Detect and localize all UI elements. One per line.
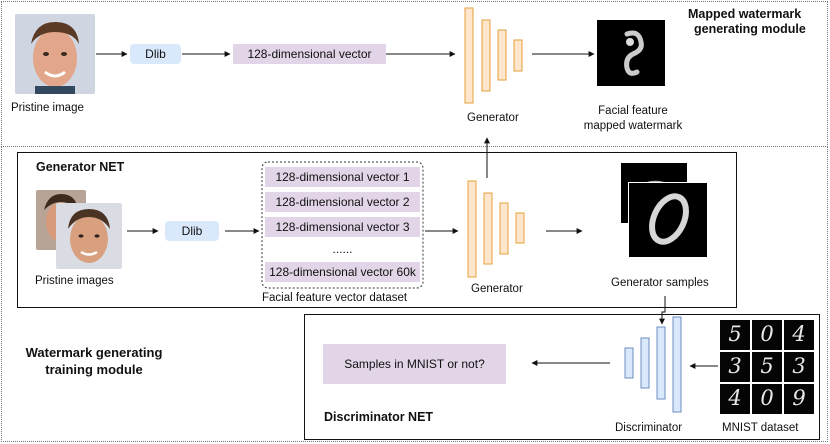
- mnist-digit: 4: [784, 320, 814, 350]
- mnist-dataset-label: MNIST dataset: [722, 422, 799, 434]
- mnist-digit: 5: [752, 352, 782, 382]
- generator-label-top: Generator: [467, 112, 519, 124]
- watermark-label-line2: mapped watermark: [583, 120, 683, 132]
- mapped-module-title-line1: Mapped watermark: [688, 7, 802, 21]
- mnist-digit: 5: [720, 320, 750, 350]
- pristine-face-image: [15, 14, 95, 94]
- mnist-grid: 5 0 4 3 5 3 4 0 9: [720, 320, 814, 414]
- discriminator-net-title: Discriminator NET: [324, 410, 434, 424]
- mnist-digit: 0: [752, 320, 782, 350]
- training-module-frame: [1, 146, 828, 442]
- vector-dataset-label: Facial feature vector dataset: [262, 292, 408, 304]
- vector-item-60k: 128-dimensional vector 60k: [265, 262, 420, 282]
- watermark-label-line1: Facial feature: [598, 105, 668, 117]
- pristine-image-label: Pristine image: [11, 102, 84, 114]
- discriminator-icon: [624, 316, 682, 413]
- vector-item-3: 128-dimensional vector 3: [265, 217, 420, 237]
- arrow-samples-to-discriminator: [659, 296, 666, 325]
- dlib-box-top: Dlib: [130, 44, 181, 64]
- generator-icon-top: [464, 7, 523, 104]
- mnist-digit: 3: [784, 352, 814, 382]
- training-module-title-line2: training module: [45, 362, 143, 377]
- dlib-box-net: Dlib: [165, 221, 219, 241]
- vector-box-top: 128-dimensional vector: [233, 44, 386, 64]
- generator-label-net: Generator: [471, 283, 523, 295]
- generator-sample-front: [628, 182, 707, 257]
- generator-icon-net: [467, 180, 525, 278]
- question-box: Samples in MNIST or not?: [323, 344, 506, 384]
- mnist-digit: 3: [720, 352, 750, 382]
- vector-ellipsis: ......: [332, 242, 353, 256]
- pristine-images-label: Pristine images: [35, 275, 114, 287]
- mapped-module-title-line2: generating module: [694, 22, 806, 36]
- vector-item-1: 128-dimensional vector 1: [265, 167, 420, 187]
- generator-samples-label: Generator samples: [611, 277, 709, 289]
- vector-dataset-border: [261, 161, 424, 289]
- mnist-digit: 4: [720, 384, 750, 414]
- generator-net-title: Generator NET: [36, 160, 125, 174]
- vector-item-2: 128-dimensional vector 2: [265, 192, 420, 212]
- mapped-watermark-image: [597, 20, 665, 86]
- pristine-face-front: [56, 203, 122, 269]
- mnist-digit: 9: [784, 384, 814, 414]
- mnist-digit: 0: [752, 384, 782, 414]
- training-module-title-line1: Watermark generating: [25, 345, 163, 360]
- discriminator-label: Discriminator: [615, 422, 683, 434]
